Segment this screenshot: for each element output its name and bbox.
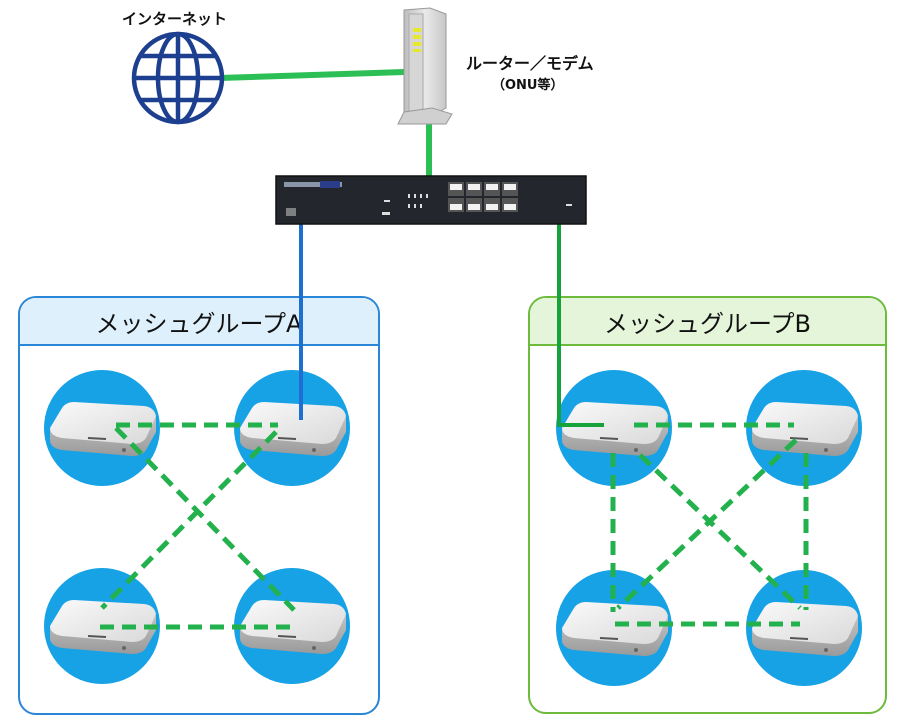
router-sublabel: （ONU等） (492, 78, 564, 93)
uplink-b-end (557, 380, 604, 427)
mesh-group-b-title: メッシュグループB (530, 298, 885, 346)
mesh-link (638, 453, 802, 610)
router-icon (397, 7, 453, 125)
access-point-a4 (233, 567, 351, 685)
access-point-b1 (555, 369, 673, 487)
access-point-b2 (745, 369, 863, 487)
mesh-group-a-title: メッシュグループA (20, 298, 378, 346)
mesh-link (616, 438, 798, 610)
globe-icon (131, 31, 225, 125)
network-switch-icon (275, 175, 587, 225)
mesh-links-group-a (100, 422, 296, 630)
access-point-a2 (233, 369, 351, 487)
router-label: ルーター／モデム (466, 54, 594, 73)
internet-label: インターネット (122, 10, 228, 28)
access-point-a1 (43, 369, 161, 487)
mesh-link (100, 430, 278, 610)
wired-link-internet-router (219, 69, 405, 81)
mesh-links-group-b (610, 422, 809, 627)
